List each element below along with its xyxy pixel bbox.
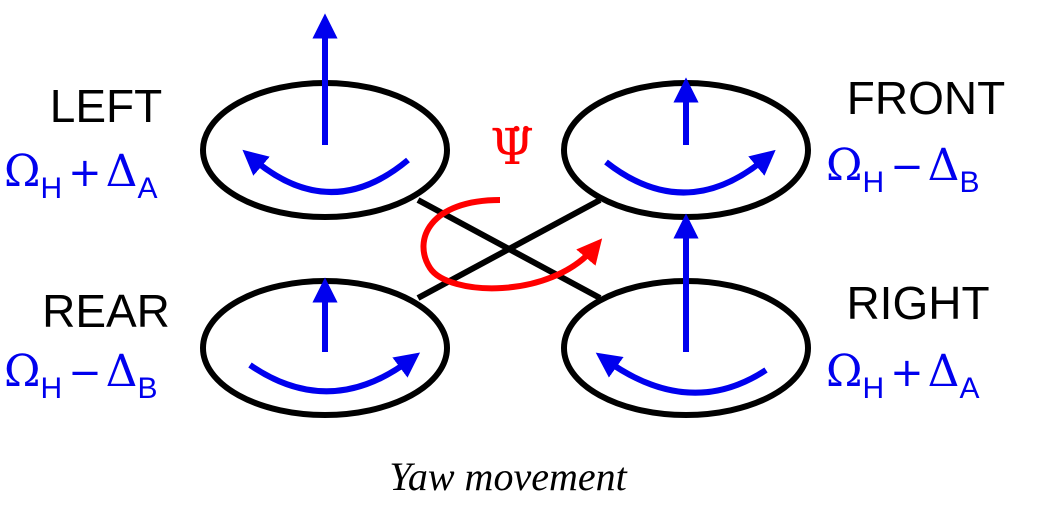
speed-formula-rear: ΩH−ΔB	[4, 346, 157, 405]
omega-symbol: Ω	[4, 146, 40, 197]
delta-symbol: Δ	[928, 346, 960, 397]
spin-arrow-front	[604, 149, 776, 196]
rotor-label-right: RIGHT	[846, 277, 989, 329]
rotor-label-rear: REAR	[42, 285, 170, 337]
yaw-acceleration-symbol: Ψ̈	[490, 118, 534, 176]
omega-subscript: H	[40, 172, 62, 205]
delta-subscript: B	[959, 166, 979, 199]
speed-formula-front: ΩH−ΔB	[826, 140, 979, 199]
operator: −	[68, 350, 102, 396]
speed-formula-left: ΩH+ΔA	[4, 146, 157, 205]
diagram-caption: Yaw movement	[389, 454, 627, 499]
omega-subscript: H	[862, 166, 884, 199]
spin-arrow-right	[595, 352, 768, 396]
spin-arrow-left	[242, 149, 410, 195]
delta-symbol: Δ	[106, 146, 138, 197]
omega-symbol: Ω	[4, 346, 40, 397]
spin-arrow-rear	[248, 352, 421, 395]
omega-subscript: H	[40, 372, 62, 405]
omega-symbol: Ω	[826, 346, 862, 397]
rotor-label-left: LEFT	[50, 80, 162, 132]
delta-subscript: B	[137, 372, 157, 405]
delta-symbol: Δ	[928, 140, 960, 191]
omega-subscript: H	[862, 372, 884, 405]
delta-symbol: Δ	[106, 346, 138, 397]
yaw-rotation-arrow	[420, 197, 603, 292]
rotor-label-front: FRONT	[847, 72, 1005, 124]
operator: +	[68, 150, 102, 196]
delta-subscript: A	[959, 372, 979, 405]
speed-formula-right: ΩH+ΔA	[826, 346, 979, 405]
operator: −	[890, 144, 924, 190]
delta-subscript: A	[137, 172, 157, 205]
operator: +	[890, 350, 924, 396]
omega-symbol: Ω	[826, 140, 862, 191]
